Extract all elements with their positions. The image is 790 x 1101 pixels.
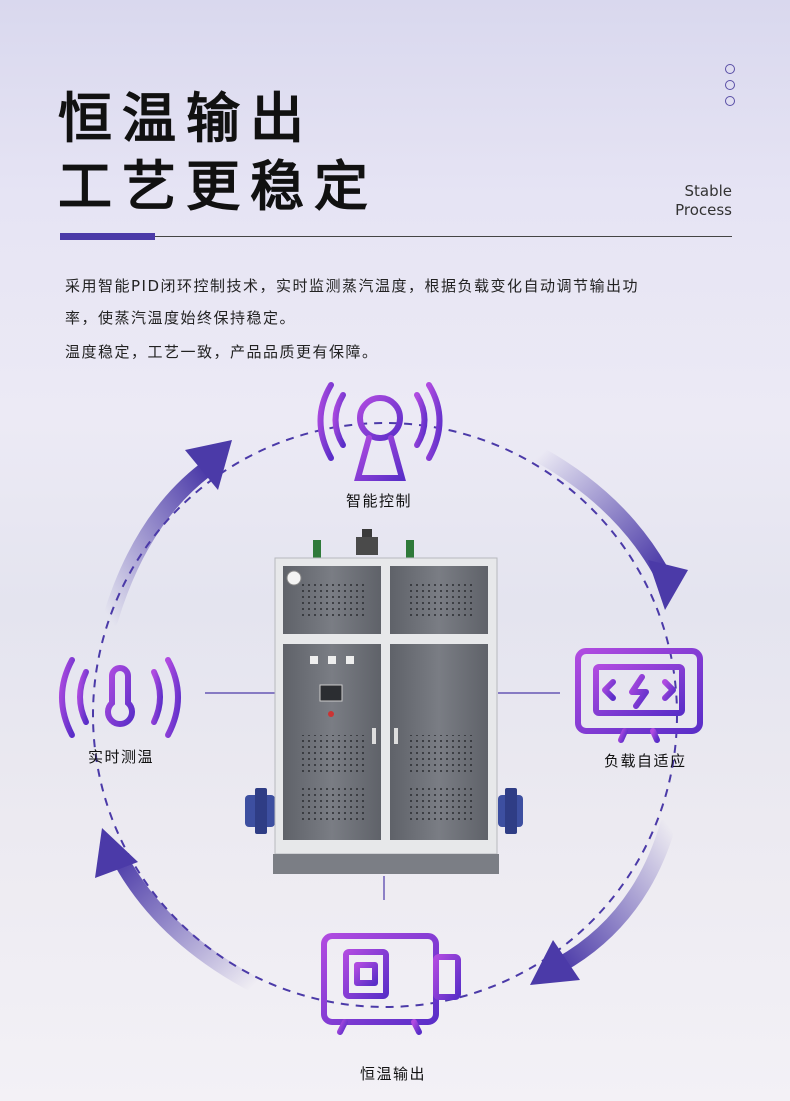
monitor-bolt-icon	[575, 648, 703, 743]
description-line1: 采用智能PID闭环控制技术，实时监测蒸汽温度，根据负载变化自动调节输出功	[65, 277, 640, 295]
page-title-line2: 工艺更稳定	[58, 155, 378, 218]
feature-label-smart-control: 智能控制	[346, 492, 413, 510]
valve-icon	[313, 540, 321, 560]
cycle-arrow-icon	[532, 447, 688, 610]
steam-boiler-cabinet	[245, 529, 523, 874]
subtitle-en-line2: Process	[675, 201, 732, 219]
dot-icon	[725, 96, 735, 106]
page-title-line1: 恒温输出	[58, 87, 314, 150]
dot-icon	[725, 64, 735, 74]
feature-label-constant-output: 恒温输出	[360, 1065, 427, 1083]
dots-decoration	[725, 64, 735, 112]
signal-keyhole-icon	[317, 382, 443, 481]
header-divider	[60, 236, 732, 237]
motor-icon	[321, 933, 461, 1035]
side-valves	[245, 788, 523, 834]
cycle-arrow-icon	[95, 828, 263, 993]
subtitle-en-line1: Stable	[684, 182, 732, 200]
cycle-arrow-icon	[102, 440, 232, 628]
description-line2: 率，使蒸汽温度始终保持稳定。	[65, 309, 297, 327]
dot-icon	[725, 80, 735, 90]
cycle-arrow-icon	[530, 817, 676, 985]
valve-icon	[406, 540, 414, 560]
thermometer-signal-icon	[59, 657, 181, 738]
feature-label-load-adaptive: 负载自适应	[604, 752, 687, 770]
feature-label-realtime-temp: 实时测温	[88, 748, 155, 766]
header-divider-accent	[60, 233, 155, 240]
description-line3: 温度稳定，工艺一致，产品品质更有保障。	[65, 343, 379, 361]
valve-icon	[356, 537, 378, 555]
